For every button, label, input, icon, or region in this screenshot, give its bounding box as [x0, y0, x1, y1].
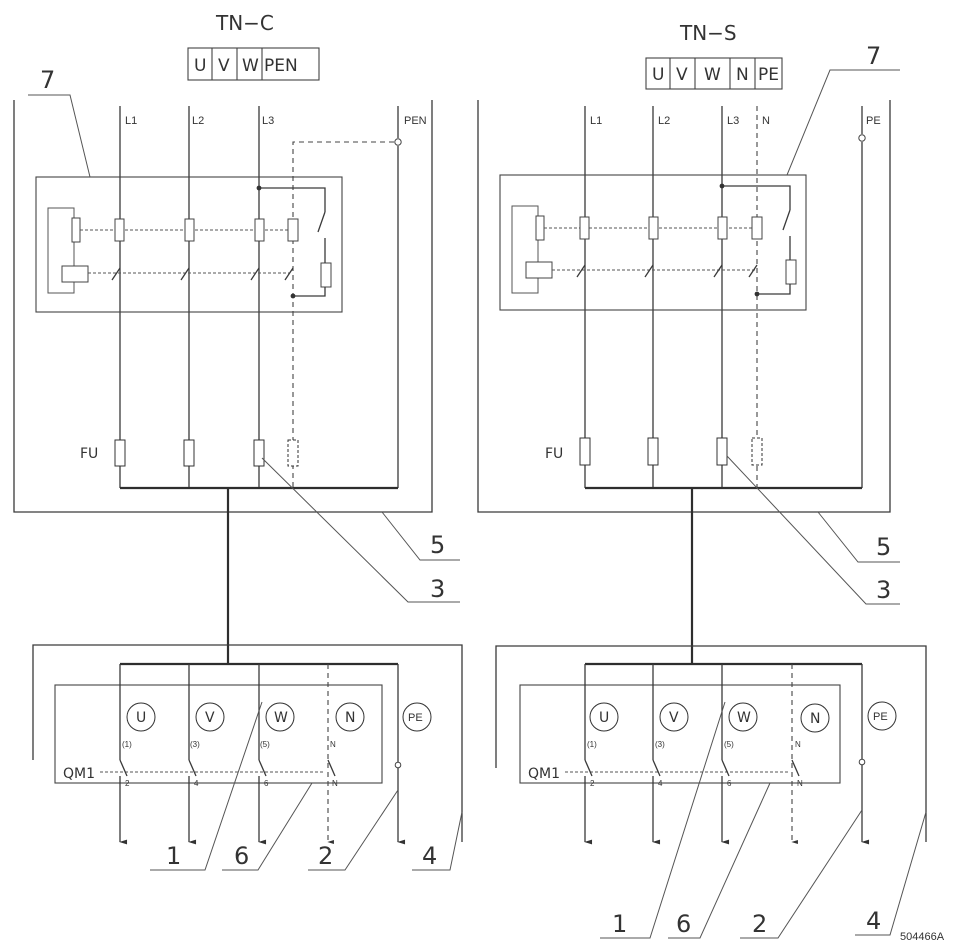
- tn-c-title: TN−C: [215, 11, 274, 35]
- tn-s-terminal-v: V: [676, 65, 688, 85]
- tn-s-code-n-bottom: N: [797, 779, 803, 788]
- tn-s-callout-1: 1: [612, 910, 627, 938]
- tn-s-code-n-top: N: [795, 740, 801, 749]
- tn-c-terminal-strip: U V W PEN: [187, 47, 320, 81]
- tn-s-output-n: [800, 703, 830, 733]
- tn-s-fuses: FU: [545, 437, 763, 466]
- tn-c-breaker-label: QM1: [63, 766, 95, 782]
- tn-c-callout-5: 5: [430, 531, 445, 559]
- tn-c-code-4: 4: [194, 779, 199, 788]
- tn-s-terminal-n: N: [736, 65, 749, 85]
- tn-c-output-pe-label: PE: [408, 712, 423, 724]
- drawing-code: 504466A: [900, 931, 945, 943]
- tn-c-fuse-label: FU: [80, 446, 98, 462]
- tn-c-feeder-cable: [120, 488, 398, 666]
- tn-c-diagram: TN−C U V W PEN L1 L2 L3 PEN: [13, 11, 463, 871]
- tn-c-callout-7: 7: [40, 66, 55, 94]
- tn-c-terminal-u: U: [194, 56, 206, 76]
- tn-s-terminal-strip: U V W N PE: [645, 57, 783, 90]
- tn-c-code-1: (1): [122, 740, 132, 749]
- tn-c-outgoing-lines: [119, 664, 463, 845]
- tn-c-callout-6: 6: [234, 842, 249, 870]
- tn-s-terminal-w: W: [704, 65, 721, 85]
- tn-s-code-6: 6: [727, 779, 732, 788]
- tn-c-output-n-label: N: [345, 710, 355, 726]
- tn-s-output-pe: [867, 701, 897, 731]
- tn-c-label-l2: L2: [192, 115, 204, 127]
- tn-s-rcd-module: [499, 174, 807, 311]
- tn-s-code-1: (1): [587, 740, 597, 749]
- tn-c-output-w: [265, 702, 295, 732]
- tn-s-feeder-cable: [585, 488, 862, 666]
- tn-c-output-w-label: W: [274, 710, 288, 726]
- tn-c-terminal-v: V: [218, 56, 230, 76]
- tn-c-label-pen: PEN: [404, 115, 427, 127]
- tn-s-output-v: [659, 702, 689, 732]
- tn-s-output-w-label: W: [737, 710, 751, 726]
- tn-s-label-n: N: [762, 115, 770, 127]
- tn-s-label-l3: L3: [727, 115, 739, 127]
- tn-c-rcd-module: [35, 176, 343, 313]
- tn-s-code-5: (5): [724, 740, 734, 749]
- tn-c-callout-3: 3: [430, 575, 445, 603]
- tn-c-terminal-pen: PEN: [264, 56, 298, 76]
- tn-c-output-v-label: V: [205, 710, 215, 726]
- tn-c-code-2: 2: [125, 779, 130, 788]
- tn-c-code-n-bottom: N: [332, 779, 338, 788]
- tn-c-upper-enclosure: [13, 100, 433, 513]
- tn-c-callouts: 7 5 3 1 6 2 4: [28, 66, 463, 871]
- tn-s-callout-6: 6: [676, 910, 691, 938]
- tn-c-label-l1: L1: [125, 115, 137, 127]
- tn-s-output-w: [728, 702, 758, 732]
- tn-c-output-pe: [402, 702, 432, 732]
- tn-s-outgoing-lines: [584, 664, 927, 845]
- tn-s-label-pe: PE: [866, 115, 881, 127]
- tn-c-fuses: FU: [80, 439, 299, 467]
- tn-s-terminal-pe: PE: [758, 65, 779, 85]
- tn-s-output-u: [589, 702, 619, 732]
- tn-c-terminal-w: W: [242, 56, 259, 76]
- tn-c-conductors: [119, 106, 402, 490]
- tn-s-output-u-label: U: [599, 710, 609, 726]
- tn-s-fuse-label: FU: [545, 446, 563, 462]
- tn-s-callout-3: 3: [876, 576, 891, 604]
- tn-s-callouts: 7 5 3 1 6 2 4: [600, 42, 927, 939]
- tn-s-breaker-label: QM1: [528, 766, 560, 782]
- tn-c-output-u: [126, 702, 156, 732]
- tn-s-conductors: [584, 106, 866, 490]
- tn-c-lower-enclosure: [32, 644, 463, 760]
- tn-c-callout-4: 4: [422, 842, 437, 870]
- tn-s-callout-4: 4: [866, 907, 881, 935]
- tn-s-terminal-u: U: [652, 65, 664, 85]
- tn-s-output-v-label: V: [669, 710, 679, 726]
- tn-s-code-2: 2: [590, 779, 595, 788]
- tn-s-code-3: (3): [655, 740, 665, 749]
- tn-s-consumer-module: U V W N PE (1) (3) (5) N 2 4 6 N QM1: [519, 684, 897, 788]
- tn-c-code-6: 6: [264, 779, 269, 788]
- tn-c-code-n-top: N: [330, 740, 336, 749]
- tn-s-output-n-label: N: [810, 711, 820, 727]
- tn-c-consumer-module: U V W N PE (1) (3) (5) N 2 4 6 N QM1: [54, 684, 432, 788]
- tn-c-code-5: (5): [260, 740, 270, 749]
- tn-s-code-4: 4: [658, 779, 663, 788]
- tn-c-label-l3: L3: [262, 115, 274, 127]
- tn-s-output-pe-label: PE: [873, 711, 888, 723]
- tn-c-output-u-label: U: [136, 710, 146, 726]
- tn-s-callout-5: 5: [876, 533, 891, 561]
- tn-s-lower-enclosure: [495, 645, 927, 768]
- tn-s-callout-2: 2: [752, 910, 767, 938]
- tn-c-output-v: [195, 702, 225, 732]
- tn-c-callout-1: 1: [166, 842, 181, 870]
- tn-c-code-3: (3): [190, 740, 200, 749]
- tn-s-title: TN−S: [679, 21, 737, 45]
- tn-s-upper-enclosure: [477, 100, 891, 513]
- tn-s-label-l2: L2: [658, 115, 670, 127]
- tn-s-label-l1: L1: [590, 115, 602, 127]
- tn-c-output-n: [335, 702, 365, 732]
- tn-c-callout-2: 2: [318, 842, 333, 870]
- tn-s-callout-7: 7: [866, 42, 881, 70]
- tn-s-diagram: TN−S U V W N PE L1 L2 L3 N PE: [477, 21, 927, 939]
